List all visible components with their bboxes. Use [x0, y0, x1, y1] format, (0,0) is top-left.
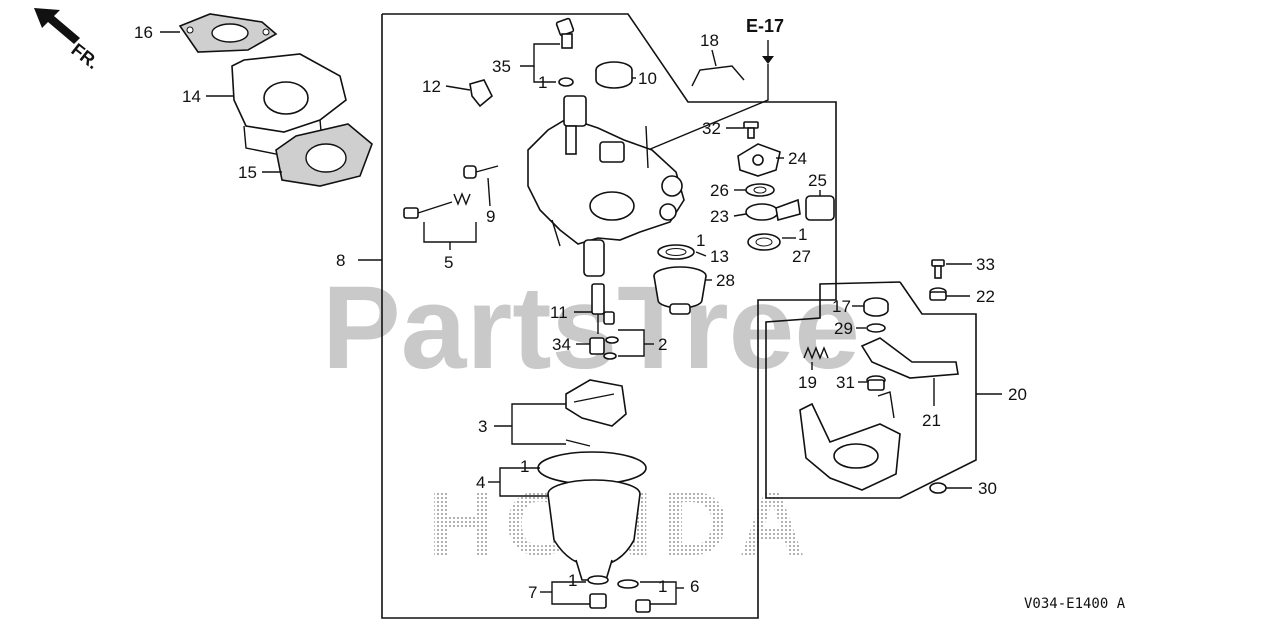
callout-2: 2 [658, 335, 667, 354]
callout-15: 15 [238, 163, 257, 182]
callout-11: 11 [550, 303, 568, 322]
callout-21: 21 [922, 411, 941, 430]
part-5-screw-set [403, 192, 471, 219]
reference-label-e17: E-17 [746, 16, 784, 36]
part-18-choke-rod [691, 65, 745, 87]
callout-8: 8 [336, 251, 345, 270]
callout-14: 14 [182, 87, 201, 106]
callout-4: 4 [476, 473, 485, 492]
callout-32: 32 [702, 119, 721, 138]
part-27-seal [747, 233, 781, 251]
assembly-outline-8 [381, 13, 837, 619]
callout-30: 30 [978, 479, 997, 498]
part-26-washer [745, 183, 775, 197]
diagram-code: V034-E1400 A [1024, 596, 1126, 612]
watermark-partstree: PartsTree [322, 262, 860, 394]
part-30-clip [929, 482, 947, 494]
part-35-drain-screw [555, 17, 575, 49]
callout-25: 25 [808, 171, 827, 190]
callout-33: 33 [976, 255, 995, 274]
part-10-cap [595, 61, 633, 89]
leader-lines [160, 31, 1002, 605]
callout-3: 3 [478, 417, 487, 436]
callout-10: 10 [638, 69, 657, 88]
front-direction-arrow-icon [34, 8, 80, 44]
part-6-screw-set [617, 579, 651, 613]
part-21-lever [860, 337, 959, 379]
part-29-washer [866, 323, 886, 333]
part-33-bolt [931, 259, 945, 279]
part-1-washer-top [558, 77, 574, 87]
callout-20: 20 [1008, 385, 1027, 404]
callout-35: 35 [492, 57, 511, 76]
callout-22: 22 [976, 287, 995, 306]
part-11-nozzle [591, 283, 605, 334]
assembly-outline-20 [765, 281, 977, 499]
part-2-main-jet-set [603, 311, 619, 360]
part-25-cap [805, 195, 835, 221]
callout-18: 18 [700, 31, 719, 50]
part-17-cap [863, 297, 889, 317]
part-carburetor-body [527, 95, 685, 277]
callout-29: 29 [834, 319, 853, 338]
part-34-jet [589, 337, 605, 355]
callout-5: 5 [444, 253, 453, 272]
callout-16: 16 [134, 23, 153, 42]
callout-1-gasket-ring: 1 [696, 231, 705, 250]
part-13-gasket-ring [657, 244, 695, 260]
callout-23: 23 [710, 207, 729, 226]
front-direction-label: FR. [68, 39, 103, 73]
callout-19: 19 [798, 373, 817, 392]
callout-28: 28 [716, 271, 735, 290]
callout-31: 31 [836, 373, 855, 392]
part-9-screw [463, 165, 499, 179]
callout-12: 12 [422, 77, 441, 96]
callout-labels: 16 14 15 35 1 10 12 18 32 24 26 25 23 1 … [134, 23, 1027, 602]
part-24-cover [737, 143, 781, 177]
callout-17: 17 [832, 297, 851, 316]
part-32-screw [743, 121, 759, 139]
callout-1-seal: 1 [798, 225, 807, 244]
callout-1-bolt-washer: 1 [568, 571, 577, 590]
callout-1-screw-washer: 1 [658, 577, 667, 596]
callout-1-washer-top: 1 [538, 73, 547, 92]
callout-9: 9 [486, 207, 495, 226]
part-12-clip [469, 79, 493, 108]
part-16-insulator-gasket [178, 13, 278, 53]
part-20-bracket [799, 391, 901, 491]
part-3-float [565, 379, 627, 447]
part-28-collar [653, 266, 707, 315]
callout-6: 6 [690, 577, 699, 596]
part-23-valve [745, 198, 801, 222]
callout-7: 7 [528, 583, 537, 602]
callout-1-chamber-gasket: 1 [520, 457, 529, 476]
part-15-carburetor-gasket [275, 123, 373, 187]
part-4-float-chamber [537, 451, 647, 581]
part-19-spring [803, 346, 829, 360]
part-31-nut [866, 375, 886, 391]
callout-34: 34 [552, 335, 571, 354]
callout-27: 27 [792, 247, 811, 266]
callout-13: 13 [710, 247, 729, 266]
callout-24: 24 [788, 149, 807, 168]
part-22-nut [929, 287, 947, 301]
part-7-bolt-set [587, 575, 609, 609]
callout-26: 26 [710, 181, 729, 200]
